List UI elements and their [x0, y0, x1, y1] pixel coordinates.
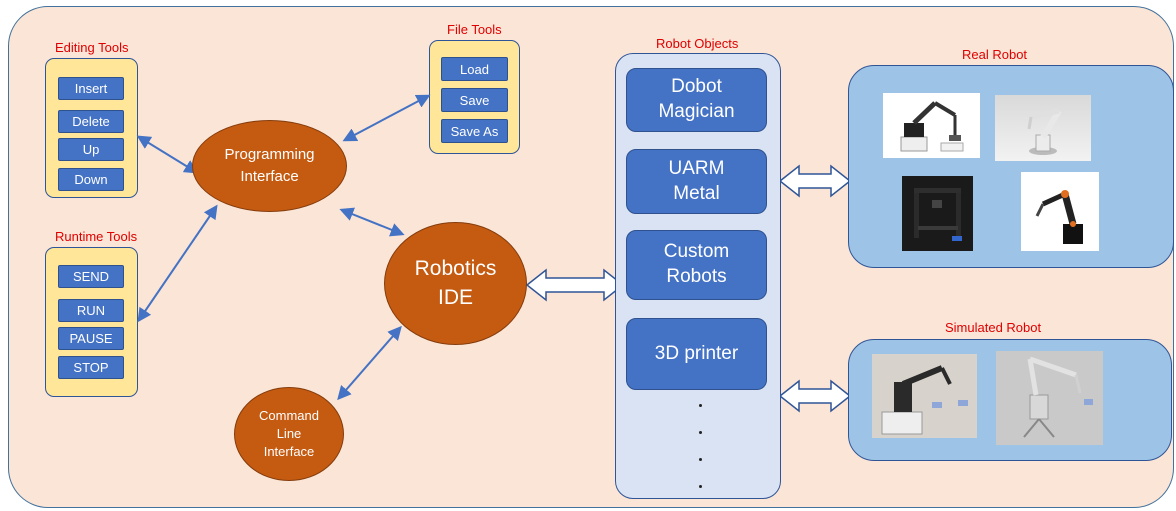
send-button[interactable]: SEND [58, 265, 124, 288]
custom-robot-photo [1021, 172, 1099, 251]
dobot-photo [883, 93, 980, 158]
insert-button[interactable]: Insert [58, 77, 124, 100]
robot-objects-to-simulated-block-arrow [778, 379, 852, 413]
programming-to-ide-arrow [339, 207, 405, 237]
simulated-robot-panel [848, 339, 1172, 461]
runtime-tools-panel: SEND RUN PAUSE STOP [45, 247, 138, 397]
simulated-uarm-photo [996, 351, 1103, 445]
simulated-dobot-photo [872, 354, 977, 438]
ide-to-robot-objects-block-arrow [525, 268, 625, 302]
runtime-to-programming-arrow [137, 204, 218, 323]
robotics-ide-node: Robotics IDE [384, 222, 527, 345]
command-line-interface-node: Command Line Interface [234, 387, 344, 481]
robot-objects-to-real-block-arrow [778, 164, 852, 198]
down-button[interactable]: Down [58, 168, 124, 191]
ellipsis-dot [699, 404, 702, 407]
real-robot-panel [848, 65, 1174, 268]
robot-objects-title: Robot Objects [656, 36, 739, 51]
ellipsis-dot [699, 458, 702, 461]
editing-tools-title: Editing Tools [55, 40, 129, 55]
file-tools-panel: Load Save Save As [429, 40, 520, 154]
simulated-robot-title: Simulated Robot [945, 320, 1042, 335]
runtime-tools-title: Runtime Tools [55, 229, 138, 244]
save-as-button[interactable]: Save As [441, 119, 508, 143]
3d-printer-photo [902, 176, 973, 251]
file-tools-title: File Tools [447, 22, 502, 37]
load-button[interactable]: Load [441, 57, 508, 81]
editing-tools-panel: Insert Delete Up Down [45, 58, 138, 198]
robot-item-custom-robots[interactable]: Custom Robots [626, 230, 767, 300]
ellipsis-dot [699, 431, 702, 434]
ellipsis-dot [699, 485, 702, 488]
programming-interface-node: Programming Interface [192, 120, 347, 212]
robot-objects-panel: Dobot Magician UARM Metal Custom Robots … [615, 53, 781, 499]
run-button[interactable]: RUN [58, 299, 124, 322]
pause-button[interactable]: PAUSE [58, 327, 124, 350]
save-button[interactable]: Save [441, 88, 508, 112]
stop-button[interactable]: STOP [58, 356, 124, 379]
programming-to-file-arrow [342, 94, 431, 142]
up-button[interactable]: Up [58, 138, 124, 161]
uarm-metal-photo [995, 95, 1091, 161]
real-robot-title: Real Robot [962, 47, 1028, 62]
robot-item-uarm-metal[interactable]: UARM Metal [626, 149, 767, 214]
editing-to-programming-arrow [136, 135, 199, 174]
ide-to-command-line-arrow [337, 325, 402, 401]
robot-item-3d-printer[interactable]: 3D printer [626, 318, 767, 390]
robot-item-dobot-magician[interactable]: Dobot Magician [626, 68, 767, 132]
delete-button[interactable]: Delete [58, 110, 124, 133]
